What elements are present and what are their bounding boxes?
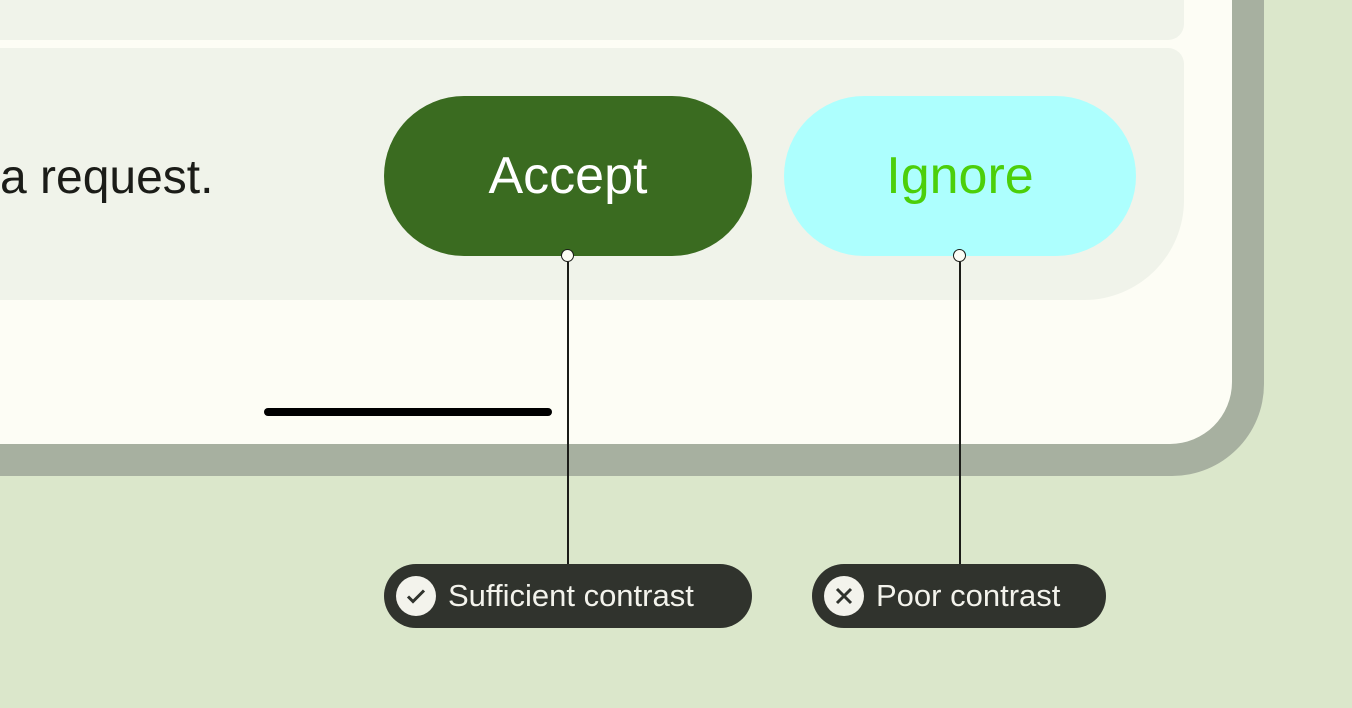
callout-dot-ignore <box>953 249 966 262</box>
callout-dot-accept <box>561 249 574 262</box>
annotation-label: Sufficient contrast <box>448 578 694 613</box>
annotation-label: Poor contrast <box>876 578 1061 613</box>
list-item-card-previous <box>0 0 1184 40</box>
close-circle-icon <box>824 576 864 616</box>
check-circle-icon <box>396 576 436 616</box>
callout-line-accept <box>567 262 569 564</box>
accept-button[interactable]: Accept <box>384 96 752 256</box>
poor-contrast-label: Poor contrast <box>812 564 1106 628</box>
sufficient-contrast-label: Sufficient contrast <box>384 564 752 628</box>
ignore-button[interactable]: Ignore <box>784 96 1136 256</box>
request-message: a request. <box>0 151 214 204</box>
callout-line-ignore <box>959 262 961 564</box>
home-gesture-handle[interactable] <box>264 408 552 416</box>
